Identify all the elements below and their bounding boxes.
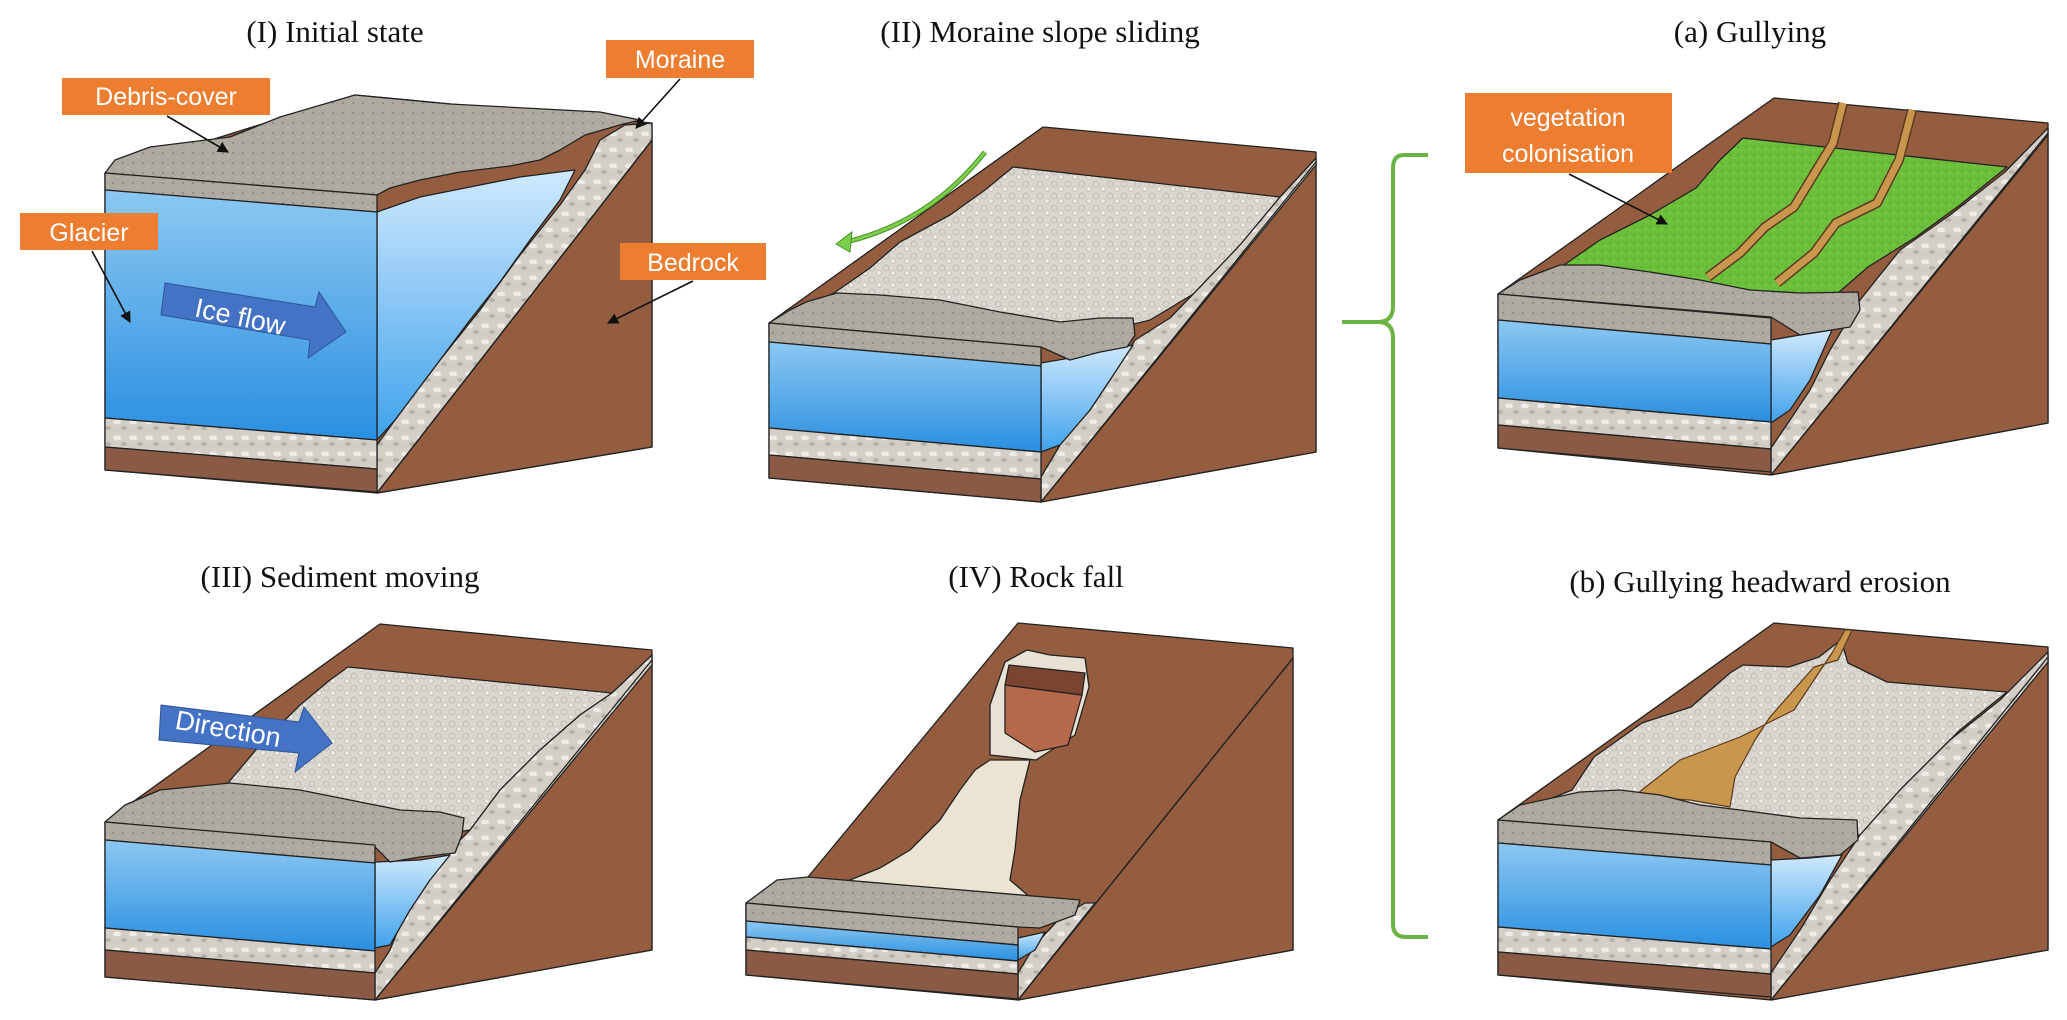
sliding-arrow xyxy=(835,150,987,253)
bedrock-pointer-arrow xyxy=(606,280,694,324)
lateral-moraine-strip xyxy=(1770,651,2049,1001)
label-vegetation-colonisation: vegetation colonisation xyxy=(1465,93,1672,173)
gully-erosion-fan xyxy=(1632,629,1853,808)
front-bedrock-layer xyxy=(1497,424,1772,473)
panel-title-rock-fall: (IV) Rock fall xyxy=(948,559,1124,594)
front-bedrock-layer xyxy=(1497,951,1772,998)
block-diagrams xyxy=(104,94,2049,1001)
glacier-side-face xyxy=(374,854,451,949)
ice-flow-arrow-shape xyxy=(160,282,347,360)
slope-edge-line xyxy=(1040,161,1317,503)
panel-gullying xyxy=(1497,97,2049,476)
label-bedrock: Bedrock xyxy=(620,243,766,280)
glacier-pointer-arrow xyxy=(91,250,131,323)
sliding-arrow-head xyxy=(835,230,853,253)
rock-block-top-band xyxy=(1004,664,1086,696)
panel-title-initial-state: (I) Initial state xyxy=(246,14,423,49)
svg-text:Bedrock: Bedrock xyxy=(647,249,739,277)
svg-text:colonisation: colonisation xyxy=(1502,140,1634,168)
glacier-side-face xyxy=(376,169,576,441)
panel-title-gullying: (a) Gullying xyxy=(1674,14,1826,49)
direction-arrow-shape xyxy=(158,704,333,774)
debris-cover-top xyxy=(768,292,1136,361)
debris-cover-top xyxy=(1497,264,1861,336)
grouping-bracket xyxy=(1342,153,1428,939)
annotations: (I) Initial state (II) Moraine slope sli… xyxy=(20,14,1951,939)
gully-channel xyxy=(1774,109,1916,286)
slope-edge-line xyxy=(1770,132,2049,476)
label-debris-cover: Debris-cover xyxy=(62,78,270,115)
moraine-pointer-arrow xyxy=(635,78,681,129)
gully-channel xyxy=(1705,102,1847,280)
svg-text:Moraine: Moraine xyxy=(635,46,725,74)
slope-edge-line xyxy=(1017,657,1294,1001)
svg-text:vegetation: vegetation xyxy=(1510,104,1625,132)
debris-cover-top xyxy=(1497,789,1859,859)
debris-cover-top xyxy=(745,876,1081,929)
panel-moraine-slope-sliding xyxy=(768,126,1317,503)
debris-cover-pointer-arrow xyxy=(166,115,229,153)
label-moraine: Moraine xyxy=(606,40,754,78)
vegetation-pointer-arrow xyxy=(1568,173,1668,225)
panel-title-gullying-headward-erosion: (b) Gullying headward erosion xyxy=(1569,564,1951,599)
debris-cover-top xyxy=(104,782,465,863)
svg-text:Glacier: Glacier xyxy=(49,219,128,247)
slope-edge-line xyxy=(376,139,653,494)
panel-title-sediment-moving: (III) Sediment moving xyxy=(201,559,480,594)
lateral-moraine-strip xyxy=(1770,127,2049,476)
panel-gullying-headward-erosion xyxy=(1497,622,2049,1001)
svg-text:Debris-cover: Debris-cover xyxy=(95,83,237,111)
debris-cover-top xyxy=(104,94,641,196)
panel-sediment-moving xyxy=(104,623,653,1001)
panel-rock-fall xyxy=(745,622,1294,1001)
label-glacier: Glacier xyxy=(20,213,158,250)
slope-edge-line xyxy=(1770,656,2049,1001)
panel-title-moraine-slope-sliding: (II) Moraine slope sliding xyxy=(880,14,1199,49)
slope-edge-line xyxy=(374,659,653,1001)
